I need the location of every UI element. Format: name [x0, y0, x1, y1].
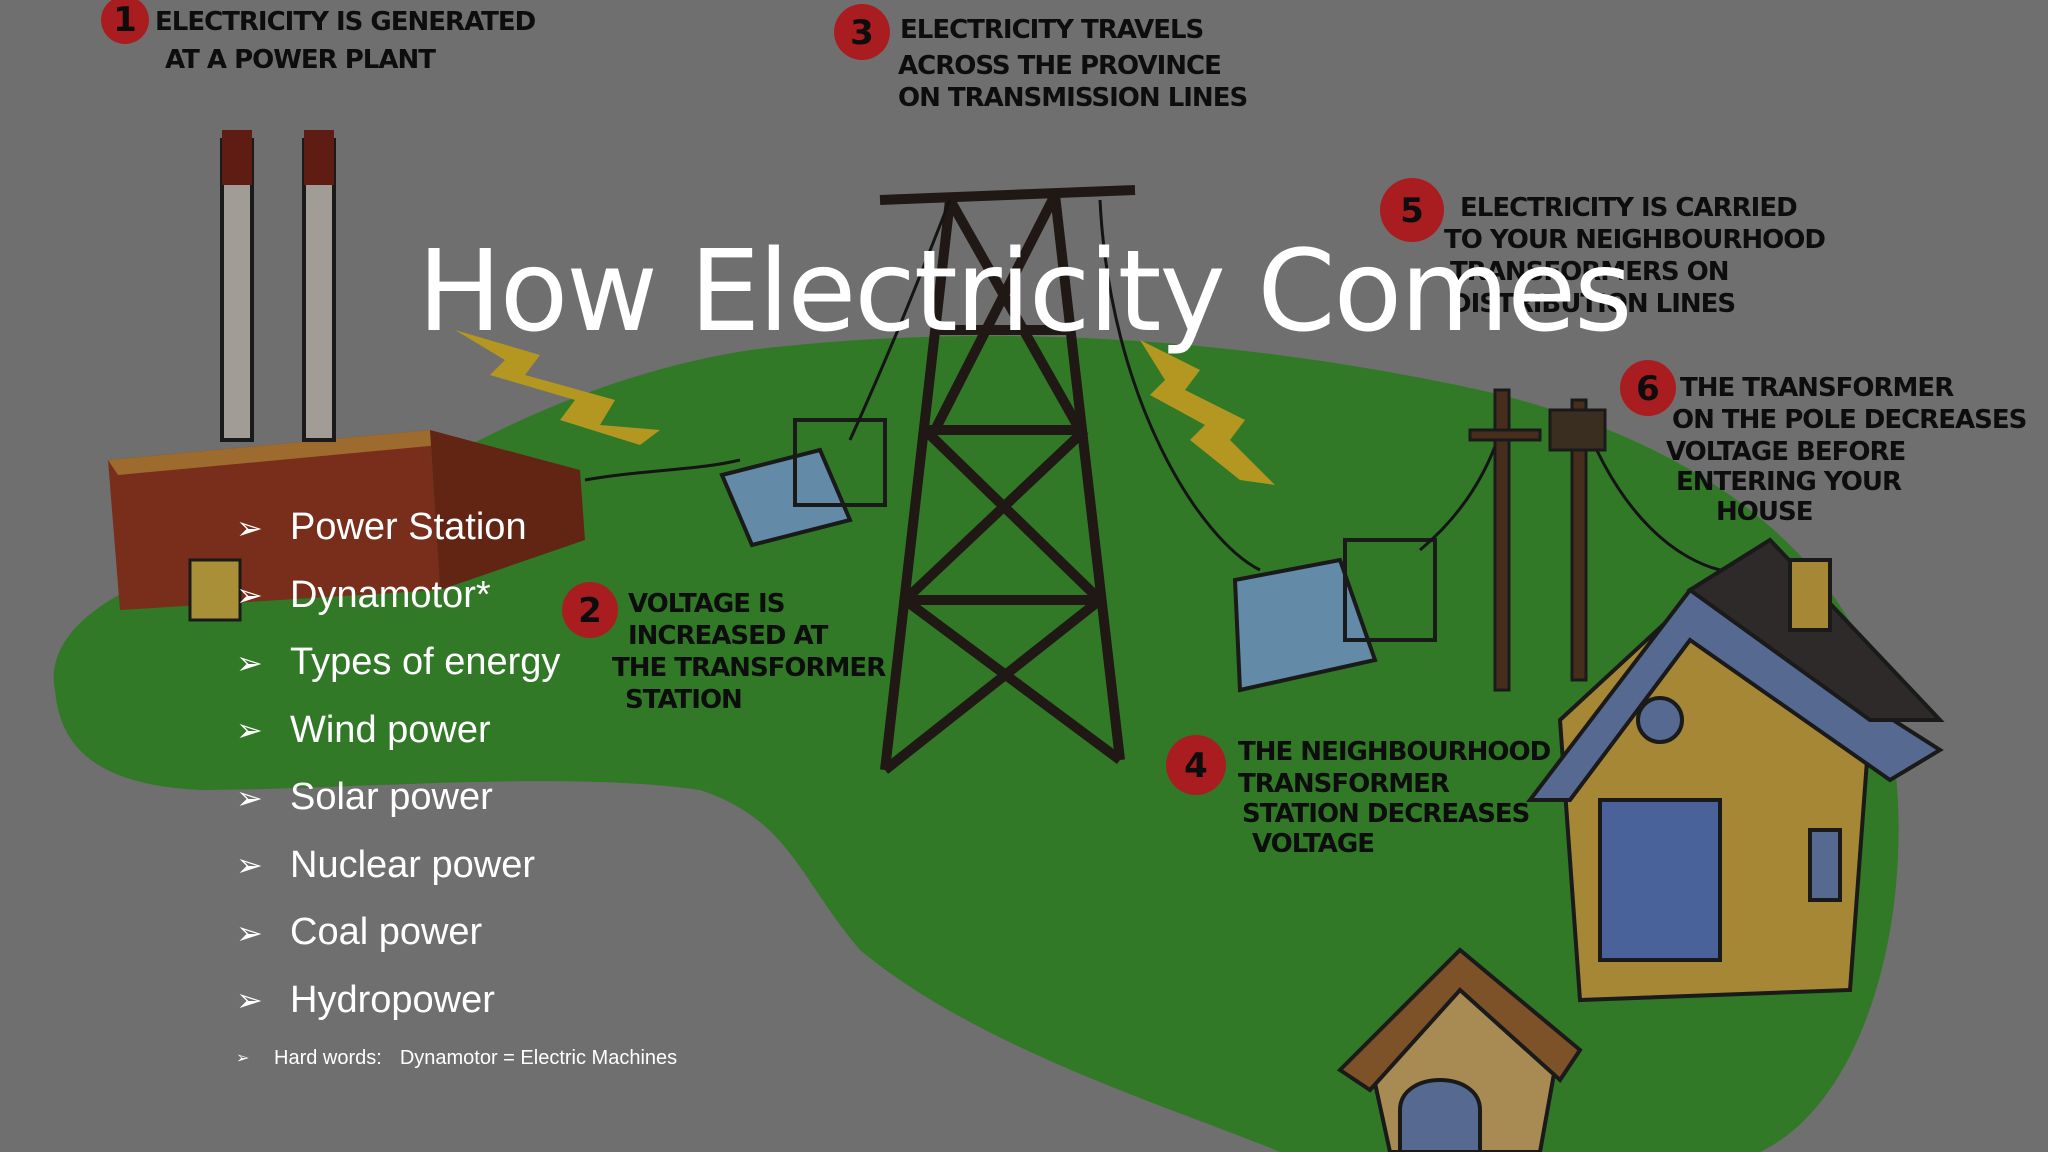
svg-text:ELECTRICITY IS CARRIED: ELECTRICITY IS CARRIED	[1460, 193, 1797, 223]
svg-text:ON TRANSMISSION LINES: ON TRANSMISSION LINES	[898, 83, 1247, 113]
arrowhead-bullet-icon: ➢	[236, 779, 263, 816]
bullet-text: Nuclear power	[290, 843, 535, 886]
svg-text:HOUSE: HOUSE	[1716, 497, 1812, 527]
svg-text:VOLTAGE BEFORE: VOLTAGE BEFORE	[1666, 437, 1905, 467]
svg-text:TO YOUR NEIGHBOURHOOD: TO YOUR NEIGHBOURHOOD	[1444, 225, 1825, 255]
lightning-bolt-left	[455, 330, 660, 445]
power-lines	[584, 199, 1721, 572]
bullet-item: ➢ Types of energy	[236, 629, 677, 697]
arrowhead-bullet-icon: ➢	[236, 982, 263, 1019]
arrowhead-bullet-icon: ➢	[236, 509, 263, 546]
step-6-annotation: 6 THE TRANSFORMER ON THE POLE DECREASES …	[1620, 360, 2027, 527]
footnote-label: Hard words:	[274, 1046, 382, 1069]
svg-text:ENTERING YOUR: ENTERING YOUR	[1676, 467, 1902, 497]
svg-text:THE TRANSFORMER: THE TRANSFORMER	[1680, 373, 1954, 403]
footnote-text: Dynamotor = Electric Machines	[399, 1046, 678, 1069]
svg-text:STATION DECREASES: STATION DECREASES	[1242, 799, 1529, 829]
slide-title: How Electricity Comes	[417, 227, 1633, 357]
svg-text:INCREASED AT: INCREASED AT	[628, 621, 829, 651]
step-1-annotation: 1 ELECTRICITY IS GENERATED AT A POWER PL…	[101, 0, 537, 75]
arrowhead-bullet-icon: ➢	[236, 644, 263, 681]
bullet-text: Hydropower	[290, 978, 495, 1021]
svg-text:DISTRIBUTION LINES: DISTRIBUTION LINES	[1450, 289, 1735, 319]
svg-text:TRANSFORMER: TRANSFORMER	[1238, 769, 1450, 799]
svg-text:ON THE POLE DECREASES: ON THE POLE DECREASES	[1672, 405, 2026, 435]
bullet-list: ➢ Power Station ➢ Dynamotor* ➢ Types of ene…	[236, 494, 677, 1078]
step-2-annotation: 2 VOLTAGE IS INCREASED AT THE TRANSFORME…	[562, 582, 887, 715]
footnote-item: ➢ Hard words: Dynamotor = Electric Machine…	[236, 1038, 677, 1078]
svg-text:ELECTRICITY IS GENERATED: ELECTRICITY IS GENERATED	[155, 7, 536, 37]
svg-text:ACROSS THE PROVINCE: ACROSS THE PROVINCE	[898, 51, 1221, 81]
arrowhead-bullet-icon: ➢	[236, 847, 263, 884]
utility-poles	[1468, 388, 1607, 692]
bullet-item: ➢ Solar power	[236, 764, 677, 832]
bullet-text: Types of energy	[290, 641, 561, 684]
power-plant	[108, 130, 585, 622]
house	[1525, 537, 1945, 1003]
bullet-text: Coal power	[290, 911, 483, 954]
bullet-item: ➢ Coal power	[236, 899, 677, 967]
bullet-item: ➢ Hydropower	[236, 967, 677, 1035]
step-5-annotation: 5 ELECTRICITY IS CARRIED TO YOUR NEIGHBO…	[1380, 178, 1826, 319]
svg-text:4: 4	[1184, 746, 1208, 786]
bullet-item: ➢ Dynamotor*	[236, 562, 677, 630]
arrowhead-bullet-icon: ➢	[236, 712, 263, 749]
lightning-bolt-right	[1140, 340, 1275, 485]
bullet-text: Dynamotor*	[290, 573, 491, 616]
arrowhead-bullet-icon: ➢	[236, 914, 263, 951]
svg-text:6: 6	[1636, 369, 1660, 409]
arrowhead-bullet-icon: ➢	[236, 577, 263, 614]
doghouse	[1336, 947, 1583, 1152]
transformer-station-step-up	[719, 418, 887, 548]
bullet-item: ➢ Power Station	[236, 494, 677, 562]
bullet-text: Wind power	[290, 708, 491, 751]
transformer-station-step-down	[1232, 538, 1437, 693]
svg-text:TRANSFORMERS ON: TRANSFORMERS ON	[1450, 257, 1729, 287]
svg-text:VOLTAGE IS: VOLTAGE IS	[628, 589, 784, 619]
bullet-item: ➢ Nuclear power	[236, 832, 677, 900]
step-3-annotation: 3 ELECTRICITY TRAVELS ACROSS THE PROVINC…	[834, 4, 1248, 113]
svg-text:2: 2	[578, 591, 602, 631]
svg-text:ELECTRICITY TRAVELS: ELECTRICITY TRAVELS	[900, 15, 1203, 45]
svg-text:3: 3	[850, 13, 874, 53]
svg-text:THE NEIGHBOURHOOD: THE NEIGHBOURHOOD	[1238, 737, 1551, 767]
svg-text:AT A POWER PLANT: AT A POWER PLANT	[165, 45, 436, 75]
arrowhead-bullet-icon: ➢	[236, 1050, 250, 1067]
svg-text:1: 1	[113, 0, 137, 40]
svg-text:THE TRANSFORMER: THE TRANSFORMER	[612, 653, 886, 683]
bullet-text: Solar power	[290, 776, 493, 819]
bullet-text: Power Station	[290, 506, 527, 549]
step-4-annotation: 4 THE NEIGHBOURHOOD TRANSFORMER STATION …	[1166, 735, 1552, 859]
svg-text:5: 5	[1400, 191, 1424, 231]
bullet-item: ➢ Wind power	[236, 697, 677, 765]
svg-text:STATION: STATION	[625, 685, 742, 715]
svg-text:VOLTAGE: VOLTAGE	[1252, 829, 1374, 859]
transmission-tower	[879, 185, 1136, 774]
